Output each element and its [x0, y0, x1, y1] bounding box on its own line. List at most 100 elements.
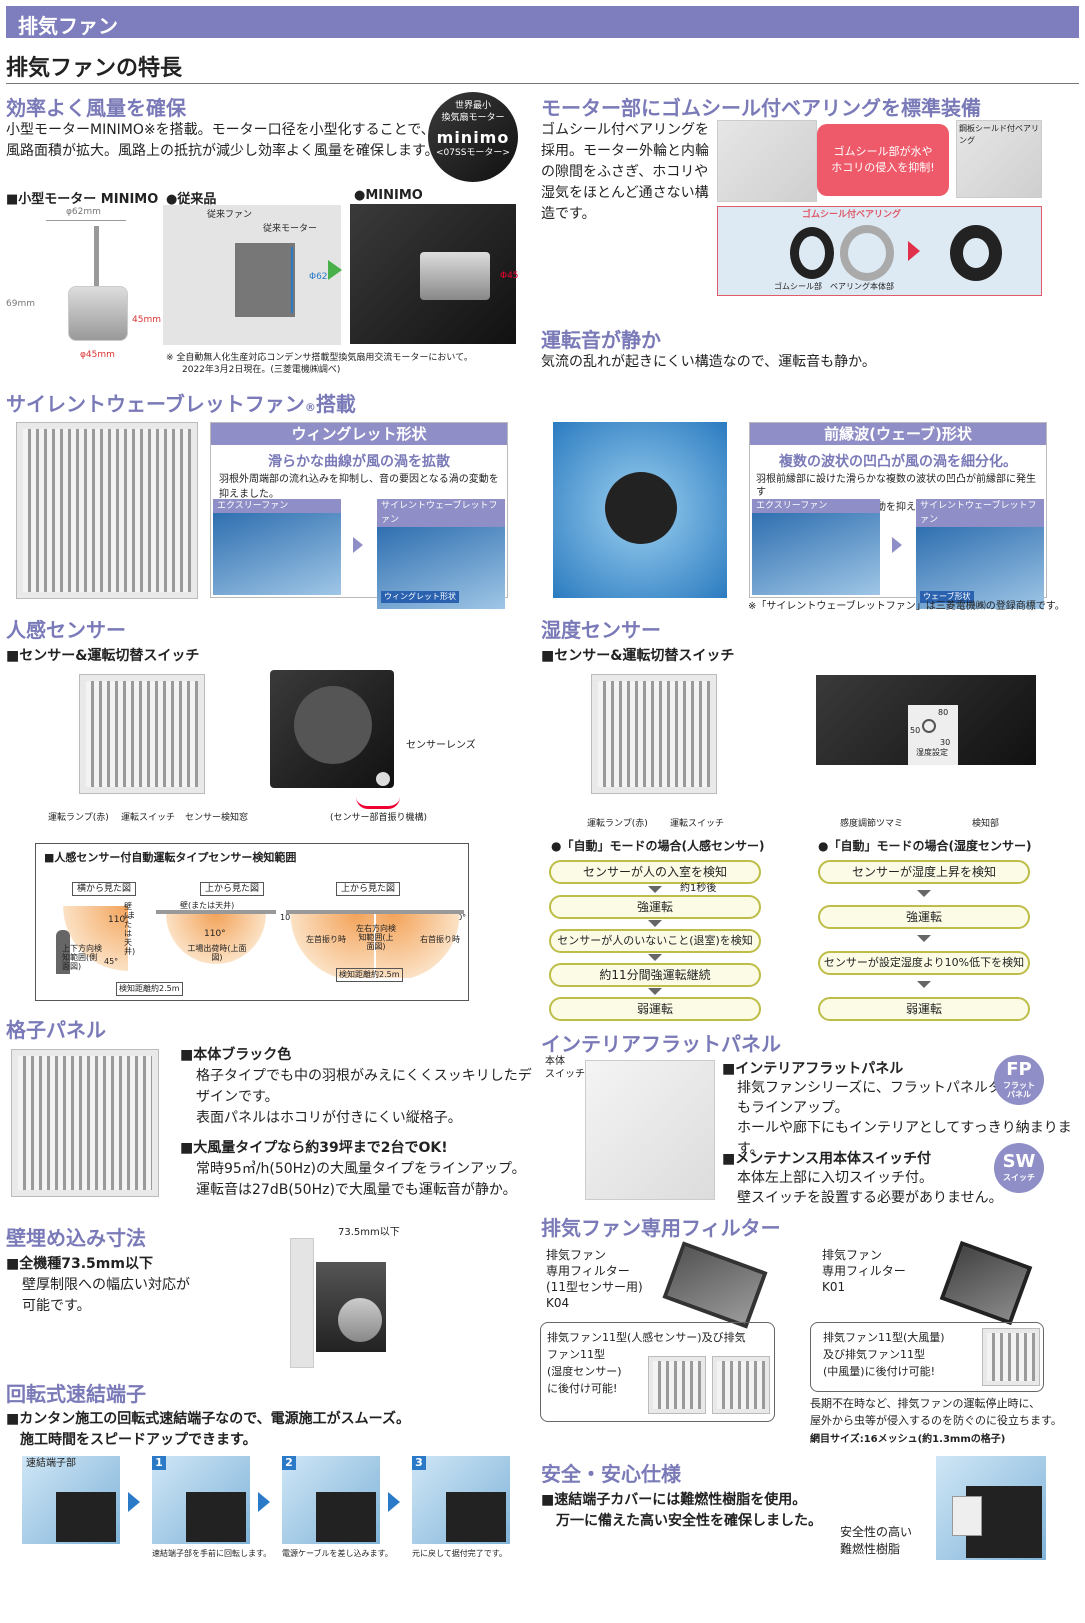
safety-label-2: 難燃性樹脂	[840, 1542, 901, 1556]
bearing-title: モーター部にゴムシール付ベアリングを標準装備	[541, 96, 981, 120]
wall-h1: ■全機種73.5mm以下	[6, 1256, 153, 1272]
k04-line-1: 排気ファン	[546, 1248, 607, 1262]
filter-box-1: 排気ファン11型(人感センサー)及び排気 ファン11型 (湿度センサー) に後付…	[540, 1322, 775, 1422]
page-title: 排気ファンの特長	[6, 50, 1079, 84]
filter-note-2: 屋外から虫等が侵入するのを防ぐのに役立ちます。	[810, 1414, 1062, 1427]
flow-humid-step-2: 強運転	[818, 905, 1030, 929]
terminal-photo-0: 速結端子部	[22, 1456, 120, 1544]
interior-b5: 壁スイッチを設置する必要がありません。	[737, 1190, 1003, 1206]
grid-h1: ■本体ブラック色	[180, 1047, 292, 1063]
human-fan-inside	[270, 670, 394, 788]
grid-b5: 運転音は27dB(50Hz)で大風量でも運転音が静か。	[196, 1182, 517, 1198]
eff-note-2: 2022年3月2日現在。(三菱電機㈱調べ)	[182, 365, 341, 375]
flow-humid-step-1: センサーが湿度上昇を検知	[818, 860, 1030, 884]
k04-line-2: 専用フィルター	[546, 1264, 630, 1278]
humid-fan-inside: 80 50 30 湿度設定	[816, 675, 1036, 765]
bearing-body-1: ゴムシール付ベアリングを	[541, 122, 709, 138]
safety-h1: ■速結端子カバーには難燃性樹脂を使用。	[541, 1492, 807, 1508]
wall-b2: 可能です。	[22, 1298, 91, 1314]
arrow-down-icon	[648, 988, 662, 995]
old-fan-diagram: 従来ファン 従来モーター Φ62	[163, 205, 341, 345]
interior-sw-label-1: 本体	[545, 1056, 565, 1067]
safety-label-1: 安全性の高い	[840, 1525, 913, 1539]
k04-line-3: (11型センサー用)	[546, 1280, 643, 1294]
k01-line-3: K01	[822, 1280, 846, 1294]
k04-line-4: K04	[546, 1296, 570, 1310]
human-fan-front	[79, 674, 205, 794]
detection-range-box: ■人感センサー付自動運転タイプセンサー検知範囲 横から見た図 上から見た図 上か…	[35, 843, 469, 1001]
grid-b4: 常時95㎥/h(50Hz)の大風量タイプをラインアップ。	[196, 1161, 526, 1177]
arrow-down-icon	[917, 981, 931, 988]
grid-h2: ■大風量タイプなら約39坪まで2台でOK!	[180, 1140, 448, 1156]
swing-arrow-icon	[356, 797, 400, 809]
humid-switch-label: ■センサー&運転切替スイッチ	[541, 648, 735, 664]
arrow-down-icon	[648, 954, 662, 961]
flow-humid-step-4: 弱運転	[818, 997, 1030, 1021]
flow-human-step-1: センサーが人の入室を検知	[549, 860, 761, 884]
humid-switch-text: 運転スイッチ	[670, 819, 725, 829]
arrow-down-icon	[917, 890, 931, 897]
flow-human-step-2: 強運転	[549, 895, 761, 919]
minimo-badge: 世界最小 換気扇モーター minimo <07SSモーター>	[428, 92, 518, 182]
filter-title: 排気ファン専用フィルター	[541, 1216, 781, 1240]
arrow-down-icon	[917, 935, 931, 942]
fp-badge: FP フラット パネル	[994, 1055, 1044, 1105]
grid-panel-photo	[11, 1049, 159, 1197]
label-motor: ■小型モーター MINIMO	[6, 192, 159, 207]
terminal-caption-1: 速結端子部を手前に回転します。	[152, 1549, 272, 1558]
label-old: ●従来品	[166, 192, 217, 207]
bearing-body-4: 湿気をほとんど通さない構	[541, 185, 709, 201]
knob-label: 感度調節ツマミ	[840, 819, 904, 829]
flow-humid-title: ●「自動」モードの場合(湿度センサー)	[818, 839, 1032, 853]
quiet-title: 運転音が静か	[541, 328, 661, 352]
minimo-photo: Φ45	[350, 204, 519, 344]
step-arrow-icon	[388, 1492, 400, 1512]
eff-body-1: 小型モーターMINIMO※を搭載。モーター口径を小型化することで、	[6, 122, 435, 138]
bearing-body-2: 採用。モーター外輪と内輪	[541, 143, 709, 159]
safety-photo	[936, 1456, 1046, 1560]
interior-h2: ■メンテナンス用本体スイッチ付	[722, 1151, 931, 1167]
human-switch-text: 運転スイッチ	[121, 813, 176, 823]
lens-label: センサーレンズ	[406, 740, 476, 751]
k01-line-1: 排気ファン	[822, 1248, 883, 1262]
wall-b1: 壁厚制限への幅広い対応が	[22, 1277, 190, 1293]
flow-human-step-4: 約11分間強運転継続	[549, 963, 761, 987]
terminal-h2: 施工時間をスピードアップできます。	[20, 1432, 257, 1448]
terminal-photo-1: 1	[152, 1456, 250, 1544]
fan-blade-photo	[553, 422, 727, 598]
interior-b3: ホールや廊下にもインテリアとしてすっきり納まります。	[737, 1120, 1072, 1157]
banner: 排気ファン	[6, 6, 1079, 38]
safety-h2: 万一に備えた高い安全性を確保しました。	[556, 1513, 822, 1529]
tm-note: ※「サイレントウェーブレットファン」は三菱電機㈱の登録商標です。	[748, 601, 1065, 612]
filter-mesh: 網目サイズ:16メッシュ(約1.3mmの格子)	[810, 1434, 1006, 1445]
swing-label: (センサー部首振り機構)	[330, 813, 428, 823]
humid-lamp-label: 運転ランプ(赤)	[587, 819, 648, 829]
bearing-body-3: の隙間をふさぎ、ホコリや	[541, 164, 709, 180]
terminal-photo-2: 2	[282, 1456, 380, 1544]
human-switch-label: ■センサー&運転切替スイッチ	[6, 648, 200, 664]
k01-filter-photo	[939, 1240, 1033, 1326]
k04-filter-photo	[662, 1241, 768, 1329]
motor-drawing: φ62mm 69mm 45mm φ45mm	[6, 207, 161, 360]
human-title: 人感センサー	[6, 618, 126, 642]
wave-panel: 前縁波(ウェーブ)形状 複数の波状の凹凸が風の渦を細分化。 羽根前縁部に設けた滑…	[749, 422, 1047, 609]
motor-photo	[717, 120, 817, 202]
arrow-down-icon	[648, 920, 662, 927]
human-lamp-label: 運転ランプ(赤)	[48, 813, 109, 823]
compare-arrow-icon	[328, 260, 342, 280]
detect-label: 検知部	[972, 819, 1000, 829]
steel-bearing-photo: 鋼板シールド付ベアリング	[956, 120, 1042, 198]
humid-title: 湿度センサー	[541, 618, 661, 642]
step-arrow-icon	[128, 1492, 140, 1512]
seal-callout: ゴムシール部が水や ホコリの侵入を抑制!	[817, 124, 949, 196]
winglet-panel: ウィングレット形状 滑らかな曲線が風の渦を拡散 羽根外周端部の流れ込みを抑制し、…	[210, 422, 508, 609]
interior-title: インテリアフラットパネル	[541, 1032, 781, 1056]
terminal-title: 回転式速結端子	[6, 1382, 146, 1406]
humid-fan-front	[591, 674, 717, 794]
quiet-body: 気流の乱れが起きにくい構造なので、運転音も静か。	[541, 354, 876, 370]
interior-panel-photo	[585, 1060, 715, 1200]
interior-h1: ■インテリアフラットパネル	[722, 1061, 904, 1077]
eff-title: 効率よく風量を確保	[6, 96, 186, 120]
label-minimo: ●MINIMO	[354, 188, 423, 203]
flow-human-step-5: 弱運転	[549, 997, 761, 1021]
